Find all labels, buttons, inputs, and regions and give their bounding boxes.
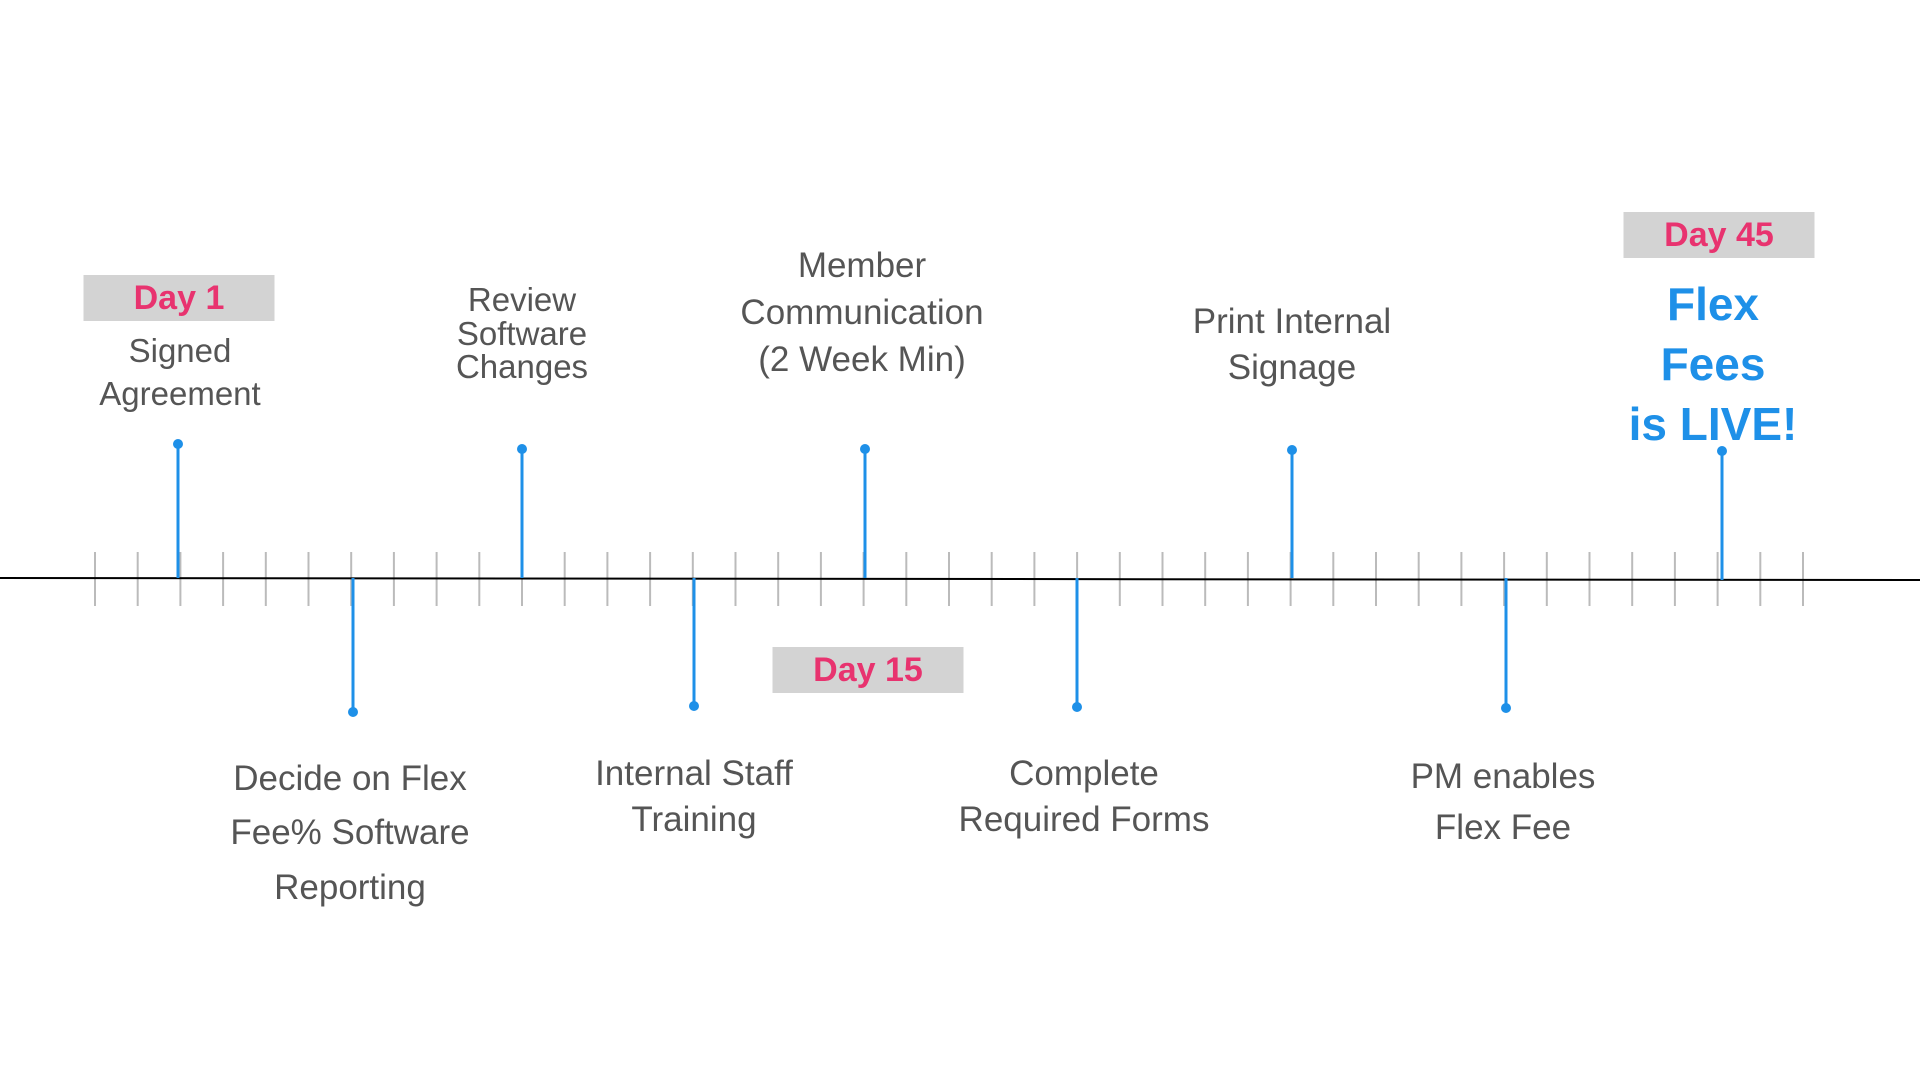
stem-end-dot — [1501, 703, 1511, 713]
stem-end-dot — [348, 707, 358, 717]
milestone-label-signed-agreement: Signed Agreement — [99, 332, 261, 412]
stem-end-dot — [1072, 702, 1082, 712]
stem-end-dot — [1287, 445, 1297, 455]
stem-end-dot — [173, 439, 183, 449]
day-45-badge: Day 45 — [1623, 212, 1815, 258]
stem-flex-fees-live — [1717, 446, 1727, 580]
milestone-label-staff-training: Internal Staff Training — [595, 754, 793, 839]
stem-member-communication — [860, 444, 870, 578]
milestone-label-member-communication: Member Communication (2 Week Min) — [740, 246, 984, 379]
stem-end-dot — [1717, 446, 1727, 456]
milestone-label-required-forms: Complete Required Forms — [958, 754, 1210, 839]
stem-decide-flex-fee — [348, 578, 358, 717]
timeline-axis — [0, 577, 1920, 581]
day-1-badge: Day 1 — [83, 275, 275, 321]
stem-end-dot — [517, 444, 527, 454]
milestone-label-print-signage: Print Internal Signage — [1192, 302, 1392, 387]
stem-review-software — [517, 444, 527, 578]
flex-fees-live-label: Flex Fees is LIVE! — [1628, 278, 1798, 450]
milestone-label-review-software: Review Software Changes — [455, 281, 589, 386]
stem-staff-training — [689, 578, 699, 711]
stem-end-dot — [689, 701, 699, 711]
milestone-stems — [173, 439, 1727, 717]
milestone-label-pm-enables: PM enables Flex Fee — [1410, 757, 1596, 847]
milestone-label-decide-flex-fee: Decide on Flex Fee% Software Reporting — [230, 759, 470, 907]
stem-end-dot — [860, 444, 870, 454]
stem-signed-agreement — [173, 439, 183, 578]
day-15-badge: Day 15 — [772, 647, 964, 693]
stem-required-forms — [1072, 578, 1082, 712]
stem-pm-enables — [1501, 578, 1511, 713]
stem-print-signage — [1287, 445, 1297, 578]
